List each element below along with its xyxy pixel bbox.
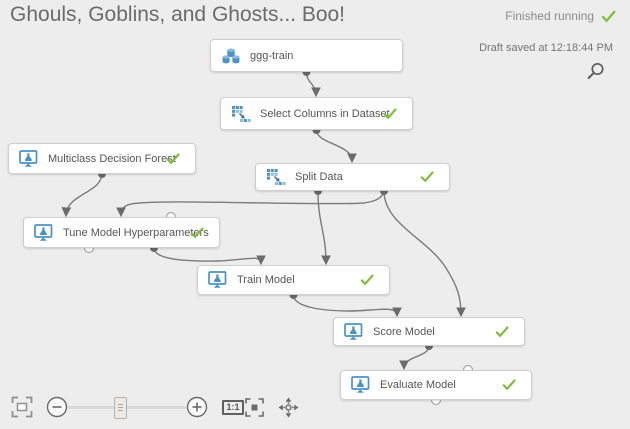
- connection-score-to-evaluate[interactable]: [399, 345, 430, 371]
- success-check-icon: [502, 379, 516, 391]
- node-label: Tune Model Hyperparameters: [63, 226, 209, 239]
- columns-icon: [231, 105, 251, 123]
- node-label: Multiclass Decision Forest: [48, 152, 176, 165]
- success-check-icon: [383, 108, 397, 120]
- node-label: Split Data: [295, 171, 343, 183]
- zoom-in-icon: [186, 396, 208, 418]
- zoom-in-button[interactable]: [186, 396, 208, 418]
- zoom-out-icon: [46, 396, 68, 418]
- node-train-model[interactable]: Train Model: [197, 265, 390, 295]
- zoom-slider-group: [46, 396, 208, 419]
- module-icon: [208, 271, 228, 289]
- zoom-to-selection-button[interactable]: [244, 397, 265, 418]
- connection-split-to-tune[interactable]: [116, 190, 385, 218]
- module-icon: [19, 149, 39, 168]
- fit-to-screen-icon: [11, 396, 33, 418]
- node-label: Evaluate Model: [380, 379, 456, 391]
- node-select-columns[interactable]: Select Columns in Dataset: [220, 97, 413, 130]
- node-label: Select Columns in Dataset: [260, 107, 390, 120]
- connection-split-to-train[interactable]: [317, 190, 331, 266]
- node-label: ggg-train: [250, 49, 294, 62]
- module-icon: [34, 223, 54, 242]
- success-check-icon: [360, 274, 374, 286]
- draft-saved-text: Draft saved at 12:18:44 PM: [479, 42, 613, 54]
- node-tune-model-hyperparameters[interactable]: Tune Model Hyperparameters: [23, 217, 220, 248]
- node-score-model[interactable]: Score Model: [333, 317, 525, 346]
- page-title: Ghouls, Goblins, and Ghosts... Boo!: [10, 3, 346, 26]
- success-check-icon: [190, 227, 204, 239]
- pan-icon: [278, 397, 299, 417]
- run-status-label: Finished running: [505, 9, 594, 23]
- fit-to-screen-button[interactable]: [10, 395, 34, 419]
- zoom-out-button[interactable]: [46, 396, 68, 418]
- success-check-icon: [166, 153, 180, 165]
- node-label: Train Model: [237, 274, 295, 286]
- canvas-zoom-toolbar: 1:1: [10, 391, 300, 423]
- connection-train-to-score[interactable]: [292, 294, 402, 318]
- success-check-icon: [495, 326, 509, 338]
- node-evaluate-model[interactable]: Evaluate Model: [340, 370, 532, 400]
- pan-button[interactable]: [277, 396, 300, 419]
- dataset-icon: [221, 47, 241, 65]
- zoom-slider-track[interactable]: [68, 396, 186, 419]
- zoom-slider-handle[interactable]: [114, 396, 127, 419]
- connection-select-to-split[interactable]: [315, 129, 357, 164]
- zoom-to-selection-icon: [245, 397, 264, 417]
- run-status: Finished running: [505, 9, 616, 23]
- columns-icon: [266, 168, 286, 186]
- node-ggg-train[interactable]: ggg-train: [210, 39, 403, 72]
- success-check-icon: [601, 10, 616, 23]
- search-icon[interactable]: [584, 61, 606, 83]
- connection-split-to-score[interactable]: [383, 190, 466, 318]
- module-icon: [344, 322, 364, 341]
- connection-tune-to-train[interactable]: [153, 247, 266, 266]
- node-multiclass-decision-forest[interactable]: Multiclass Decision Forest: [8, 143, 196, 174]
- actual-size-label: 1:1: [226, 402, 240, 412]
- module-icon: [351, 376, 371, 394]
- node-label: Score Model: [373, 325, 435, 338]
- success-check-icon: [420, 171, 434, 183]
- actual-size-button[interactable]: 1:1: [222, 399, 244, 415]
- node-split-data[interactable]: Split Data: [255, 163, 450, 191]
- connection-forest-to-tune[interactable]: [61, 173, 103, 218]
